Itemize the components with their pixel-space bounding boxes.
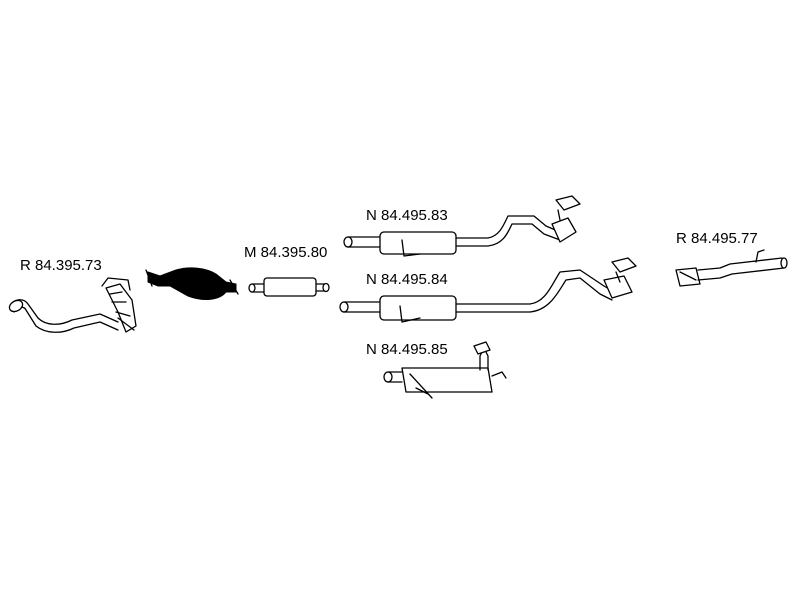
part-rear-pipe-n84 — [339, 257, 637, 323]
part-label-r73: R 84.395.73 — [20, 257, 102, 274]
part-rear-silencer-n83 — [343, 195, 581, 257]
part-tail-pipe-r77 — [675, 249, 788, 287]
part-label-m80: M 84.395.80 — [244, 244, 328, 261]
part-label-n83: N 84.495.83 — [366, 207, 448, 224]
part-label-n85: N 84.495.85 — [366, 341, 448, 358]
part-catalytic-converter — [145, 267, 239, 300]
part-label-r77: R 84.495.77 — [676, 230, 758, 247]
part-rear-silencer-n85 — [383, 341, 507, 399]
part-front-pipe-r73 — [8, 277, 137, 333]
part-label-n84: N 84.495.84 — [366, 271, 448, 288]
part-middle-silencer-m80 — [248, 277, 330, 297]
